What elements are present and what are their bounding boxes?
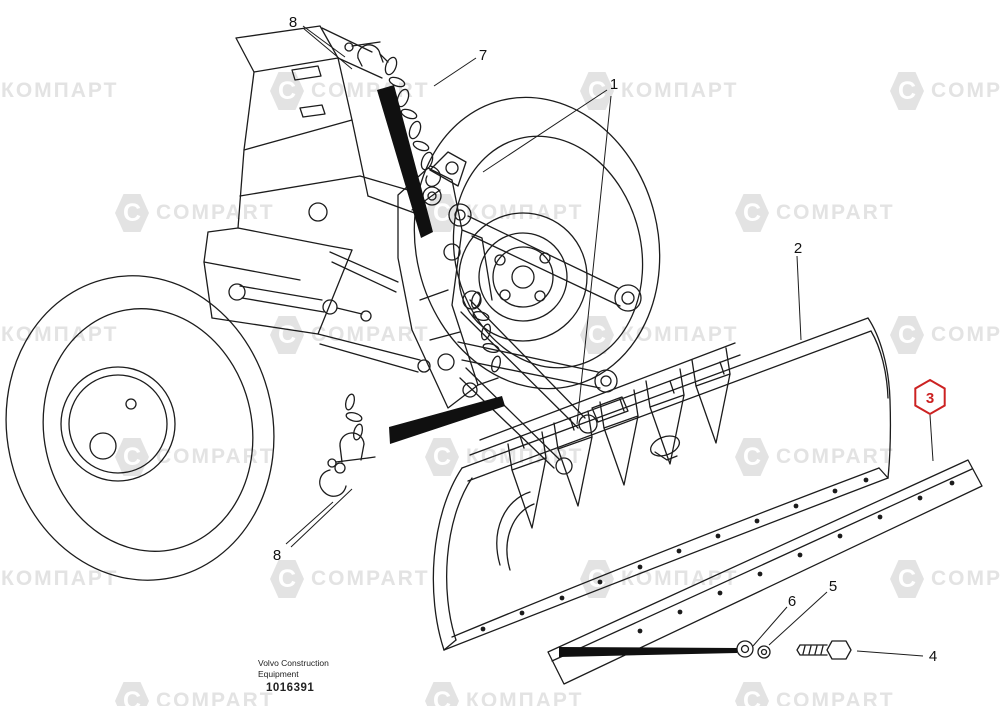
watermark-item: C COMPART bbox=[890, 316, 1000, 354]
watermark-text: COMPART bbox=[931, 567, 1000, 590]
compart-logo-icon: C bbox=[890, 316, 924, 354]
watermark-item: C COMPART bbox=[890, 560, 1000, 598]
bolt-head bbox=[826, 640, 852, 660]
watermark-text: COMPART bbox=[931, 79, 1000, 102]
watermark-item: C КОМПАРТ bbox=[580, 316, 738, 354]
link-arms bbox=[457, 215, 642, 475]
watermark-text: КОМПАРТ bbox=[1, 79, 119, 102]
wedge-pointers bbox=[377, 85, 737, 657]
scarifier-teeth bbox=[469, 342, 741, 571]
watermark-text: COMPART bbox=[311, 567, 430, 590]
callout-1[interactable]: 1 bbox=[610, 76, 618, 93]
watermark-item: C COMPART bbox=[735, 194, 895, 232]
callout-8-bottom[interactable]: 8 bbox=[273, 547, 281, 564]
callout-7[interactable]: 7 bbox=[479, 47, 487, 64]
watermark-text: КОМПАРТ bbox=[621, 79, 739, 102]
callout-3[interactable]: 3 bbox=[926, 390, 934, 407]
watermark-text: COMPART bbox=[156, 689, 275, 706]
watermark-item: C COMPART bbox=[735, 438, 895, 476]
watermark-text: КОМПАРТ bbox=[1, 323, 119, 346]
watermark-text: COMPART bbox=[931, 323, 1000, 346]
callout-3-hexagon[interactable] bbox=[914, 378, 946, 416]
watermark-text: COMPART bbox=[776, 689, 895, 706]
compart-logo-icon: C bbox=[115, 438, 149, 476]
mounting-hardware bbox=[736, 640, 852, 660]
callouts: 8 7 1 2 3 5 6 4 8 bbox=[273, 14, 946, 665]
watermark-text: COMPART bbox=[776, 201, 895, 224]
watermark-text: COMPART bbox=[156, 201, 275, 224]
compart-logo-icon: C bbox=[735, 194, 769, 232]
footer-block: Volvo Construction Equipment 1016391 bbox=[258, 658, 329, 694]
machine-frame bbox=[203, 25, 431, 373]
callout-8-top[interactable]: 8 bbox=[289, 14, 297, 31]
watermark-text: COMPART bbox=[156, 445, 275, 468]
watermark-item: C COMPART bbox=[115, 438, 275, 476]
part-number: 1016391 bbox=[266, 682, 315, 695]
watermark-text: КОМПАРТ bbox=[466, 689, 584, 706]
publisher-line2: Equipment bbox=[258, 669, 299, 680]
compart-logo-icon: C bbox=[890, 72, 924, 110]
callout-5[interactable]: 5 bbox=[829, 578, 837, 595]
compart-logo-icon: C bbox=[580, 316, 614, 354]
dozer-blade bbox=[432, 317, 892, 651]
publisher-line1: Volvo Construction bbox=[258, 658, 329, 668]
callout-6[interactable]: 6 bbox=[788, 593, 796, 610]
shackle-and-hook bbox=[319, 393, 376, 497]
lifting-chain bbox=[344, 41, 441, 188]
compart-logo-icon: C bbox=[735, 438, 769, 476]
watermark-text: КОМПАРТ bbox=[621, 323, 739, 346]
watermark-text: КОМПАРТ bbox=[1, 567, 119, 590]
watermark-text: COMPART bbox=[776, 445, 895, 468]
front-wheel bbox=[413, 96, 661, 390]
watermark-item: C КОМПАРТ bbox=[580, 560, 738, 598]
compart-logo-icon: C bbox=[580, 560, 614, 598]
watermark-text: КОМПАРТ bbox=[466, 445, 584, 468]
watermark-text: КОМПАРТ bbox=[621, 567, 739, 590]
watermark-item: C COMPART bbox=[890, 72, 1000, 110]
leader-lines bbox=[285, 25, 934, 657]
callout-2[interactable]: 2 bbox=[794, 240, 802, 257]
rear-wheel bbox=[5, 275, 275, 581]
compart-logo-icon: C bbox=[890, 560, 924, 598]
cutting-edge bbox=[547, 459, 983, 685]
callout-4[interactable]: 4 bbox=[929, 648, 937, 665]
